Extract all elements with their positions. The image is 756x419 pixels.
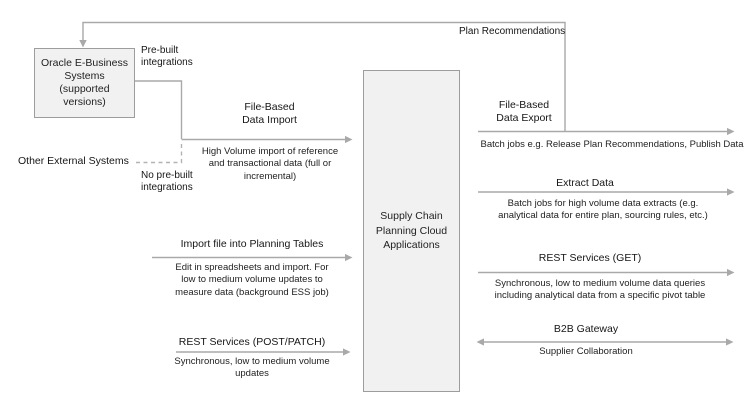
flow-title-file-based-data-export: File-Based Data Export: [496, 99, 552, 125]
arrow-extract-data: [478, 188, 735, 196]
arrow-file-based-data-export: [478, 127, 735, 136]
arrow-right-icon: [345, 135, 353, 144]
arrow-file-based-data-import: [181, 135, 353, 144]
other-external-systems-label: Other External Systems: [18, 155, 129, 167]
flow-title-rest-post-patch: REST Services (POST/PATCH): [178, 336, 326, 348]
flow-title-b2b-gateway: B2B Gateway: [553, 323, 619, 335]
connector-plan-recommendations: [79, 21, 566, 131]
arrow-right-icon: [726, 338, 734, 346]
arrow-rest-post-patch: [176, 348, 351, 356]
arrow-right-icon: [343, 348, 351, 356]
oracle-ebs-box: Oracle E-Business Systems (supported ver…: [34, 48, 135, 118]
arrow-right-icon: [727, 268, 735, 277]
flow-desc-extract-data: Batch jobs for high volume data extracts…: [498, 198, 708, 222]
arrow-rest-get: [478, 268, 735, 277]
flow-desc-file-based-data-export: Batch jobs e.g. Release Plan Recommendat…: [480, 139, 744, 150]
flow-title-extract-data: Extract Data: [556, 177, 614, 189]
prebuilt-integrations-label: Pre-built integrations: [141, 45, 193, 69]
flow-title-import-planning-tables: Import file into Planning Tables: [180, 238, 324, 250]
arrow-b2b-gateway: [476, 338, 734, 346]
supply-chain-planning-cloud-box: Supply Chain Planning Cloud Applications: [363, 70, 460, 392]
flow-desc-b2b-gateway: Supplier Collaboration: [539, 346, 633, 357]
arrow-right-icon: [727, 188, 735, 196]
flow-desc-rest-get: Synchronous, low to medium volume data q…: [494, 278, 706, 302]
flow-desc-file-based-data-import: High Volume import of reference and tran…: [201, 146, 339, 182]
flow-title-file-based-data-import: File-Based Data Import: [242, 101, 297, 127]
plan-recommendations-label: Plan Recommendations: [459, 26, 566, 37]
connector-prebuilt-integrations: [133, 80, 183, 139]
flow-desc-rest-post-patch: Synchronous, low to medium volume update…: [174, 356, 330, 380]
arrow-left-icon: [476, 338, 484, 346]
flow-desc-import-planning-tables: Edit in spreadsheets and import. For low…: [175, 262, 329, 298]
arrow-right-icon: [345, 253, 353, 262]
arrow-right-icon: [727, 127, 735, 136]
connector-no-prebuilt-integrations: [136, 143, 183, 164]
arrow-down-icon: [79, 40, 87, 48]
arrow-import-planning-tables: [152, 253, 353, 262]
flow-title-rest-get: REST Services (GET): [538, 252, 642, 264]
no-prebuilt-integrations-label: No pre-built integrations: [141, 170, 193, 194]
